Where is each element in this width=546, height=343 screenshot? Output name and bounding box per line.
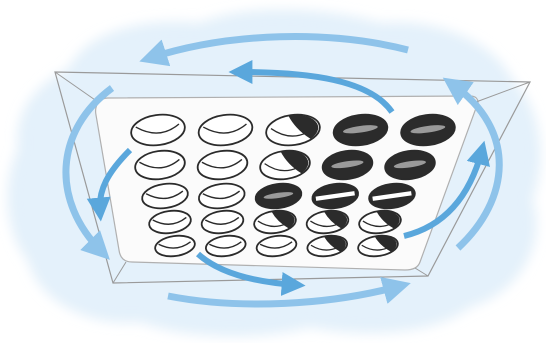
diagram-canvas [0, 0, 546, 343]
airflow-diagram [0, 0, 546, 343]
